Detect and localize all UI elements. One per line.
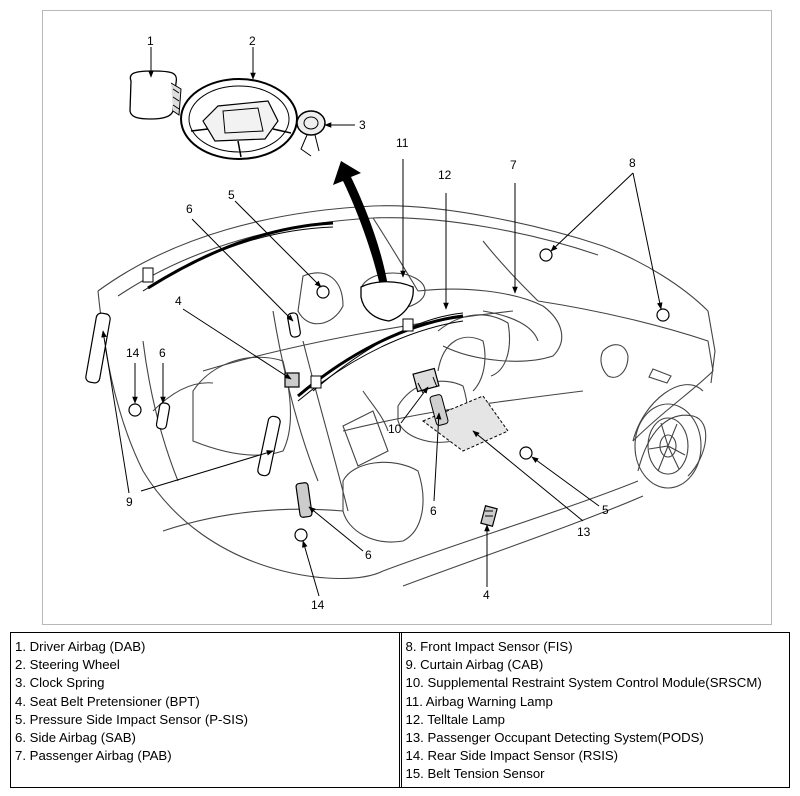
callout-13: 13 xyxy=(577,525,591,539)
seat-belt-pretensioner-front xyxy=(480,505,498,527)
legend-item: 11. Airbag Warning Lamp xyxy=(405,693,553,709)
curtain-airbag-bars xyxy=(142,221,464,402)
legend-item: 6. Side Airbag (SAB) xyxy=(15,730,136,746)
callout-10: 10 xyxy=(388,422,402,436)
callout-5-rear: 5 xyxy=(228,188,235,202)
callout-4-front: 4 xyxy=(483,588,490,602)
curtain-airbag-clip xyxy=(310,375,322,389)
front-impact-sensor-left xyxy=(539,248,553,262)
car-srs-diagram: 1 2 3 4 5 6 6 14 9 10 11 12 7 8 6 13 5 4… xyxy=(85,34,716,612)
callout-7: 7 xyxy=(510,158,517,172)
pods-mat xyxy=(422,395,509,452)
curtain-airbag-front-canister xyxy=(257,415,281,477)
callout-6-front: 6 xyxy=(365,548,372,562)
legend-table: 1. Driver Airbag (DAB) 2. Steering Wheel… xyxy=(10,632,790,788)
rear-side-impact-sensor-front xyxy=(294,528,308,542)
callout-6-rear: 6 xyxy=(159,346,166,360)
legend-item: 5. Pressure Side Impact Sensor (P-SIS) xyxy=(15,711,249,727)
legend-item: 9. Curtain Airbag (CAB) xyxy=(405,657,544,673)
passenger-airbag-area xyxy=(360,281,414,322)
legend-item: 15. Belt Tension Sensor xyxy=(405,766,545,782)
curtain-airbag-clip xyxy=(402,318,414,332)
callout-9: 9 xyxy=(126,495,133,509)
legend-item: 1. Driver Airbag (DAB) xyxy=(15,639,146,654)
callout-5-front: 5 xyxy=(602,503,609,517)
legend-item: 2. Steering Wheel xyxy=(15,657,120,673)
callout-6-top: 6 xyxy=(186,202,193,216)
legend-item: 14. Rear Side Impact Sensor (RSIS) xyxy=(405,748,619,764)
callout-6-front-seat: 6 xyxy=(430,504,437,518)
legend-item: 7. Passenger Airbag (PAB) xyxy=(15,748,172,764)
legend-item: 10. Supplemental Restraint System Contro… xyxy=(405,675,762,691)
callout-8: 8 xyxy=(629,156,636,170)
legend-item: 12. Telltale Lamp xyxy=(405,711,505,727)
legend-item: 13. Passenger Occupant Detecting System(… xyxy=(405,730,704,746)
side-airbag-rear-center xyxy=(287,312,301,338)
diagram-frame: 1 2 3 4 5 6 6 14 9 10 11 12 7 8 6 13 5 4… xyxy=(42,10,772,625)
steering-wheel xyxy=(180,78,298,160)
legend-column-right: 8. Front Impact Sensor (FIS) 9. Curtain … xyxy=(398,633,790,787)
callout-12: 12 xyxy=(438,168,452,182)
steering-assembly-arrow xyxy=(333,161,388,286)
legend-item: 8. Front Impact Sensor (FIS) xyxy=(405,639,573,654)
leader-lines xyxy=(101,47,663,597)
callout-14-front: 14 xyxy=(311,598,325,612)
legend-item: 4. Seat Belt Pretensioner (BPT) xyxy=(15,693,200,709)
pressure-side-impact-sensor-front xyxy=(519,446,533,460)
curtain-airbag-rear-canister xyxy=(85,312,111,384)
callout-14-rear: 14 xyxy=(126,346,140,360)
curtain-airbag-clip xyxy=(142,267,154,283)
callout-4-rear: 4 xyxy=(175,294,182,308)
callout-11: 11 xyxy=(396,136,409,150)
callout-labels: 1 2 3 4 5 6 6 14 9 10 11 12 7 8 6 13 5 4… xyxy=(126,34,636,612)
front-impact-sensor-right xyxy=(656,308,670,322)
callout-2: 2 xyxy=(249,34,256,48)
callout-3: 3 xyxy=(359,118,366,132)
rear-side-impact-sensor-left xyxy=(128,403,142,417)
legend-column-left: 1. Driver Airbag (DAB) 2. Steering Wheel… xyxy=(11,633,399,787)
legend-item: 3. Clock Spring xyxy=(15,675,105,691)
driver-airbag-module xyxy=(129,70,182,120)
side-airbag-front-left xyxy=(295,482,313,518)
side-airbag-front-seat xyxy=(429,394,449,426)
callout-1: 1 xyxy=(147,34,154,48)
pressure-side-impact-sensor-rear xyxy=(316,285,330,299)
clock-spring xyxy=(296,110,326,157)
seat-belt-pretensioner-rear xyxy=(284,372,300,388)
